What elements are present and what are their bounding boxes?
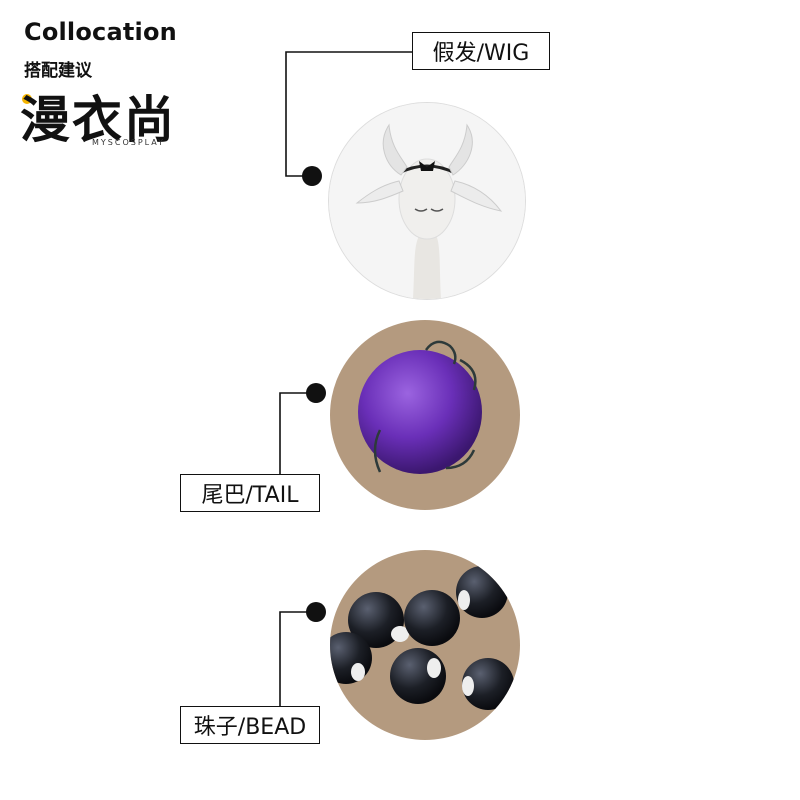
purple-ball-photo	[330, 320, 520, 510]
black-beads-photo	[330, 550, 520, 740]
wig-label: 假发/WIG	[412, 32, 550, 70]
logo-subtext: MYSCOSPLAY	[92, 138, 166, 147]
logo-text: 漫衣尚	[20, 91, 176, 149]
collocation-subtitle: 搭配建议	[24, 61, 92, 81]
collocation-title: Collocation	[24, 18, 177, 46]
logo-dot-icon	[22, 94, 32, 104]
brand-logo: 漫衣尚 MYSCOSPLAY	[20, 91, 200, 156]
tail-label: 尾巴/TAIL	[180, 474, 320, 512]
horned-headband-photo	[328, 102, 526, 300]
bead-label: 珠子/BEAD	[180, 706, 320, 744]
